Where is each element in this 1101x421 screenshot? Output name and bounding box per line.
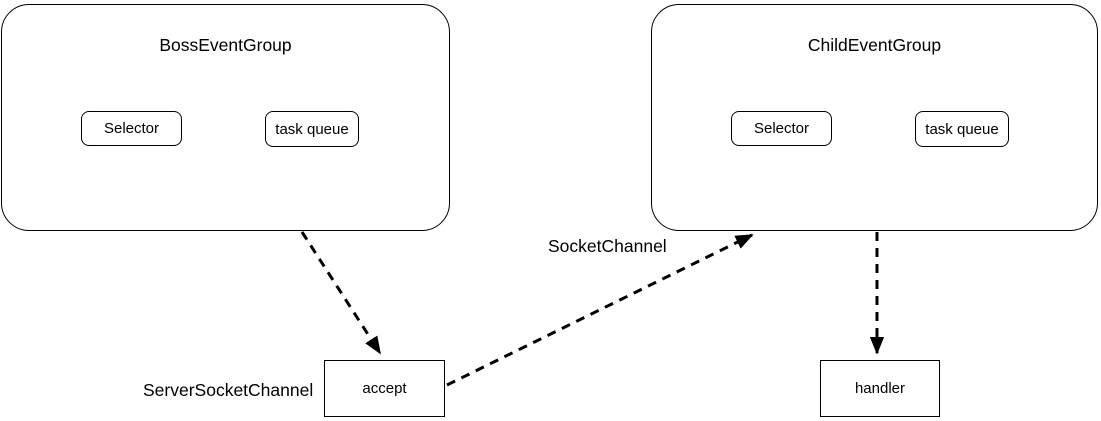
handler-node-box: handler [820, 360, 940, 417]
accept-node-box: accept [324, 360, 445, 417]
child-event-group-title: ChildEventGroup [807, 35, 942, 55]
arrow-boss-group-to-accept [300, 231, 382, 355]
boss-event-group-title: BossEventGroup [159, 35, 292, 55]
boss-task-queue-box: task queue [265, 111, 359, 147]
boss-selector-box: Selector [81, 111, 182, 146]
arrow-accept-to-child-group [446, 233, 754, 387]
boss-event-group-box: BossEventGroup Selector task queue [1, 4, 450, 231]
child-event-group-box: ChildEventGroup Selector task queue [651, 4, 1098, 231]
socket-channel-label: SocketChannel [548, 236, 667, 256]
child-task-queue-box: task queue [915, 111, 1009, 147]
child-selector-box: Selector [731, 111, 832, 146]
server-socket-channel-label: ServerSocketChannel [143, 380, 314, 400]
